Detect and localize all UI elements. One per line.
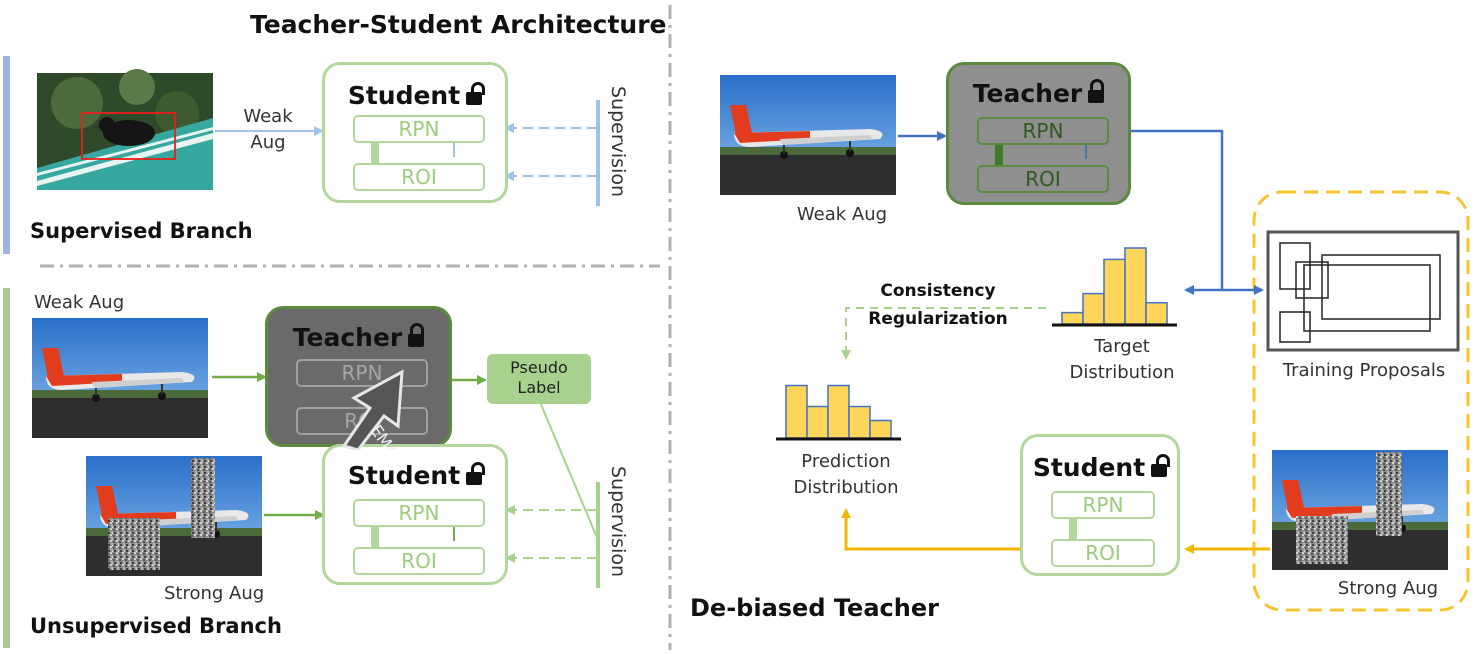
right-weak-aug-label: Weak Aug — [796, 204, 888, 225]
pseudo-label-box: Pseudo Label — [487, 354, 591, 404]
prediction-distribution-histogram — [776, 384, 901, 441]
rpn-block: RPN — [1051, 491, 1155, 519]
rpn-roi-arrow — [1085, 145, 1087, 159]
sup-supervision-label: Supervision — [607, 86, 629, 198]
prediction-label-2: Distribution — [793, 477, 899, 498]
unsup-strong-aug-image — [85, 455, 263, 577]
target-distribution-histogram — [1052, 247, 1177, 327]
unsupervised-branch-bar — [3, 288, 10, 648]
rpn-roi-link — [371, 527, 379, 547]
unlock-icon — [1151, 454, 1171, 477]
unsup-teacher-module: Teacher RPN ROI — [265, 306, 452, 447]
pseudo-label-line2: Label — [517, 378, 561, 397]
target-distribution-bar — [1061, 311, 1084, 325]
training-proposals-box — [1266, 230, 1460, 352]
right-weak-aug-image — [719, 74, 897, 196]
supervised-student-module: Student RPN ROI — [322, 62, 508, 203]
teacher-title: Teacher — [972, 79, 1083, 108]
left-panel-title: Teacher-Student Architecture — [250, 10, 667, 39]
rpn-roi-link — [995, 145, 1003, 165]
lock-icon — [408, 323, 425, 347]
rpn-block: RPN — [353, 499, 485, 527]
training-proposals-region — [1252, 190, 1470, 612]
student-title: Student — [347, 461, 461, 490]
student-title: Student — [1032, 453, 1146, 482]
rpn-roi-arrow — [453, 527, 455, 541]
bird-image — [37, 69, 213, 190]
prediction-distribution-bar — [848, 405, 871, 439]
unsupervised-branch-label: Unsupervised Branch — [30, 614, 282, 638]
student-title: Student — [347, 81, 461, 110]
supervised-branch-bar — [3, 56, 10, 254]
unlock-icon — [466, 82, 486, 105]
target-distribution-bar — [1124, 247, 1147, 325]
supervised-branch-label: Supervised Branch — [30, 219, 253, 243]
roi-block: ROI — [353, 547, 485, 575]
rpn-roi-link — [1069, 519, 1077, 539]
right-teacher-module: Teacher RPN ROI — [946, 62, 1131, 205]
right-strong-aug-label: Strong Aug — [1337, 578, 1439, 599]
prediction-label-1: Prediction — [801, 451, 891, 472]
right-panel-title: De-biased Teacher — [690, 594, 939, 622]
consistency-label-2: Regularization — [868, 309, 1008, 329]
unlock-icon — [466, 462, 486, 485]
rpn-block: RPN — [977, 117, 1109, 145]
sup-weak-label-2: Aug — [250, 132, 286, 153]
target-distribution-bar — [1145, 301, 1168, 325]
unsup-weak-aug-label: Weak Aug — [34, 292, 125, 313]
rpn-block: RPN — [353, 115, 485, 143]
right-student-module: Student RPN ROI — [1020, 434, 1180, 576]
rpn-roi-link — [371, 143, 379, 163]
consistency-label-1: Consistency — [880, 281, 996, 301]
sup-weak-label-1: Weak — [243, 106, 293, 127]
unsup-strong-aug-label: Strong Aug — [164, 583, 265, 604]
target-label-2: Distribution — [1069, 362, 1175, 383]
prediction-distribution-bar — [785, 384, 808, 439]
unsup-student-module: Student RPN ROI — [322, 444, 508, 585]
roi-block: ROI — [977, 165, 1109, 193]
target-distribution-bar — [1082, 292, 1105, 325]
ema-arrow: EMA — [341, 369, 404, 450]
target-distribution-bar — [1103, 258, 1126, 325]
teacher-title: Teacher — [292, 323, 403, 352]
pseudo-label-line1: Pseudo — [510, 358, 568, 377]
unsup-weak-aug-image — [31, 317, 209, 439]
roi-block: ROI — [1051, 539, 1155, 567]
lock-icon — [1088, 79, 1105, 103]
prediction-distribution-bar — [869, 419, 892, 439]
target-label-1: Target — [1094, 336, 1150, 357]
rpn-roi-arrow — [453, 143, 455, 157]
training-proposals-label: Training Proposals — [1282, 360, 1446, 381]
right-strong-aug-image — [1271, 449, 1449, 571]
rpn-block: RPN — [296, 359, 428, 387]
unsup-supervision-label: Supervision — [607, 466, 629, 578]
prediction-distribution-bar — [806, 405, 829, 439]
prediction-distribution-bar — [827, 384, 850, 439]
roi-block: ROI — [353, 163, 485, 191]
